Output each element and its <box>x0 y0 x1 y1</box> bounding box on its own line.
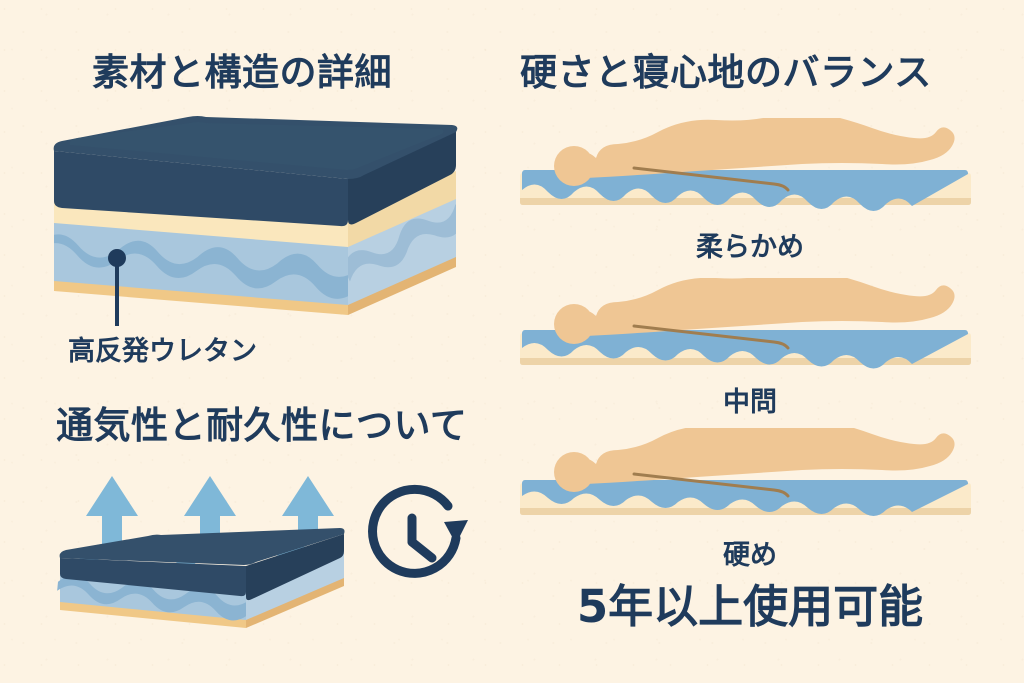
sleeper-spine-soft <box>632 166 790 192</box>
sleeper-body-soft <box>561 118 955 180</box>
durability-claim-text: 5年以上使用可能 <box>576 580 924 633</box>
urethane-wave-pattern-front <box>54 234 348 299</box>
slab-cover-top <box>59 528 345 565</box>
slab-cover-side <box>246 534 344 601</box>
sleeper-spine-firm <box>632 472 790 498</box>
sleeper-spine-medium <box>632 324 790 350</box>
mattress-comfort-layer-medium <box>522 330 968 369</box>
mattress-cover-side <box>348 131 456 225</box>
firmness-label-soft: 柔らかめ <box>696 232 804 263</box>
breathability-section-title: 通気性と耐久性について <box>56 404 468 447</box>
firmness-label-firm: 硬め <box>723 540 777 571</box>
firmness-illustration-medium <box>516 278 976 378</box>
mattress-cover-top-highlight <box>69 122 444 170</box>
urethane-wave-pattern-side <box>348 204 456 282</box>
sleeper-body-firm <box>561 428 955 486</box>
firmness-illustration-firm <box>516 428 976 528</box>
urethane-callout-leader <box>100 248 140 328</box>
urethane-callout-label: 高反発ウレタン <box>68 336 257 367</box>
firmness-label-medium: 中問 <box>723 387 777 418</box>
sleeper-head-medium <box>554 304 594 344</box>
mattress-comfort-layer-firm <box>522 480 968 516</box>
clock-ring-arc <box>368 484 461 578</box>
firmness-illustration-soft <box>516 118 976 218</box>
mattress-base-strip-firm <box>520 508 971 515</box>
sleeper-head-soft <box>554 146 594 186</box>
materials-section-title: 素材と構造の詳細 <box>92 51 392 94</box>
callout-dot <box>108 249 126 267</box>
mattress-base-strip-medium <box>520 358 971 365</box>
slab-cover-front <box>60 558 246 597</box>
firmness-section-title: 硬さと寝心地のバランス <box>520 51 932 94</box>
breathability-illustration <box>56 450 396 630</box>
clock-hand-minute <box>407 537 437 563</box>
mattress-comfort-layer-soft <box>522 170 968 211</box>
clock-arrow-icon <box>356 484 474 596</box>
sleeper-body-medium <box>561 278 955 338</box>
sleeper-head-firm <box>554 452 594 492</box>
mattress-cover-front <box>54 151 348 227</box>
mattress-layer-foam-side <box>348 171 456 247</box>
mattress-cutaway-illustration <box>48 105 468 315</box>
clock-arrowhead <box>444 520 468 544</box>
slab-wave-pattern <box>57 575 250 621</box>
